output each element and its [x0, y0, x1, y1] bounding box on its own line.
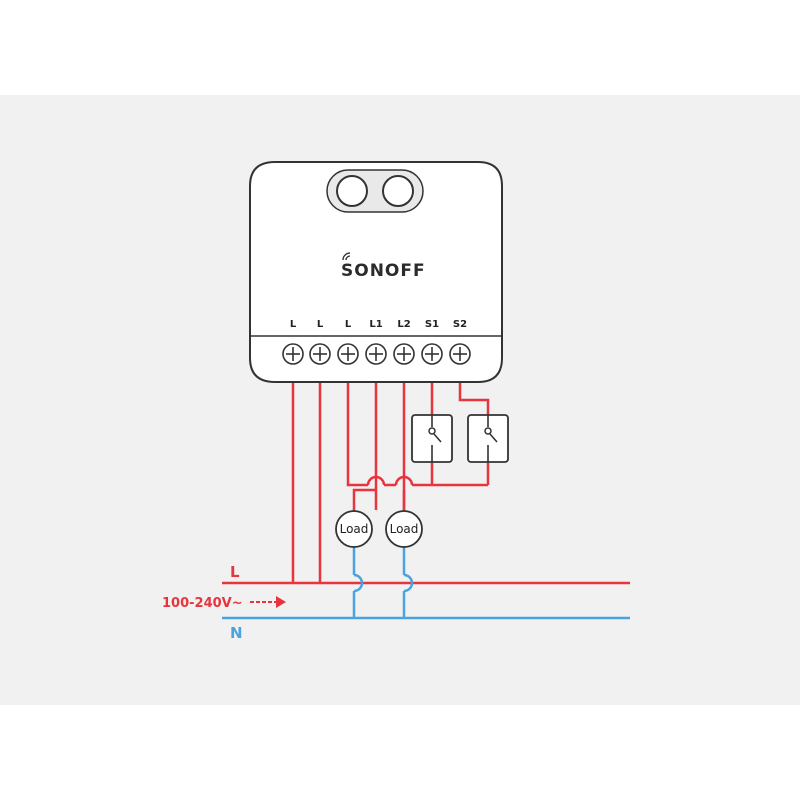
wall-switch-icon — [411, 414, 453, 463]
brand-logo: SONOFF — [341, 261, 426, 281]
wire-s2 — [458, 382, 490, 415]
wall-switch-icon — [467, 414, 509, 463]
terminal-label: L1 — [369, 319, 382, 330]
arrow-right-icon — [250, 596, 286, 608]
load-1: Load — [335, 510, 373, 548]
device-body — [249, 161, 503, 383]
terminal-label: S1 — [425, 319, 439, 330]
load-label: Load — [340, 522, 369, 536]
screw-terminal-icon — [365, 343, 387, 365]
terminal-label: L — [345, 319, 352, 330]
screw-terminal-icon — [309, 343, 331, 365]
load-2: Load — [385, 510, 423, 548]
terminal-labels: L L L L1 L2 S1 S2 — [290, 319, 467, 330]
terminal-label: L2 — [397, 319, 410, 330]
screw-terminal-icon — [337, 343, 359, 365]
wifi-icon — [342, 252, 351, 261]
terminal-label: L — [290, 319, 297, 330]
screw-terminal-icon — [449, 343, 471, 365]
wire-load2-neutral-hop — [403, 573, 414, 593]
voltage-label: 100-240V~ — [162, 596, 243, 611]
load-label: Load — [390, 522, 419, 536]
button-2[interactable] — [382, 175, 414, 207]
screw-terminal-icon — [393, 343, 415, 365]
screw-terminal-icon — [282, 343, 304, 365]
wire-load1-jog — [352, 488, 376, 512]
terminal-label: L — [317, 319, 324, 330]
live-label: L — [230, 563, 240, 581]
screw-terminals — [282, 343, 471, 365]
screw-terminal-icon — [421, 343, 443, 365]
wire-switch-common — [346, 382, 368, 487]
wire-load1-neutral-hop — [353, 573, 364, 593]
terminal-label: S2 — [453, 319, 467, 330]
button-1[interactable] — [336, 175, 368, 207]
neutral-label: N — [230, 624, 243, 642]
